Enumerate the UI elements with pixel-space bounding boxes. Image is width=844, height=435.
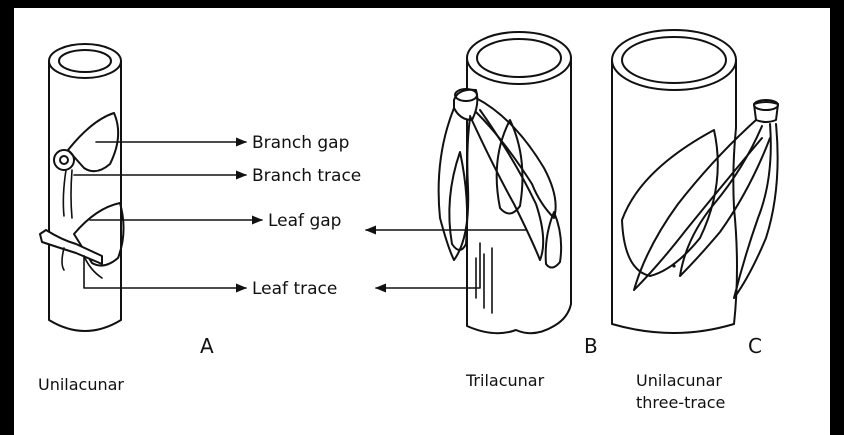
branch-trace-label: Branch trace xyxy=(252,166,361,186)
trace-lines-b xyxy=(476,248,492,313)
petiole-c xyxy=(754,100,778,122)
leaf-gap-right-b xyxy=(546,212,561,268)
leaf-gap-label: Leaf gap xyxy=(268,211,341,231)
dot-c xyxy=(672,264,675,267)
nodal-anatomy-diagram: Branch gap Branch trace Leaf gap Leaf tr… xyxy=(14,8,830,435)
panel-letter-c: C xyxy=(748,334,762,358)
petiole-stump-b xyxy=(454,89,477,120)
leaf-trace-label: Leaf trace xyxy=(252,279,337,299)
panel-letter-a: A xyxy=(200,334,214,358)
leaf-trace-leader-left xyxy=(84,256,246,288)
leaf-gap-c xyxy=(622,130,718,276)
caption-trilacunar: Trilacunar xyxy=(465,371,545,390)
caption-unilacunar: Unilacunar xyxy=(38,375,124,394)
leaf-trace-middle-c xyxy=(680,126,770,276)
panel-letter-b: B xyxy=(584,334,598,358)
leaf-trace-leader-right xyxy=(376,243,480,288)
caption-unilacunar-c: Unilacunar xyxy=(636,371,722,390)
leaf-trace-right-b xyxy=(476,98,556,218)
branch-trace-ring-a xyxy=(54,150,74,170)
branch-trace-strand-a xyxy=(63,170,72,218)
stem-b xyxy=(467,32,571,333)
diagram-canvas: Branch gap Branch trace Leaf gap Leaf tr… xyxy=(14,8,830,435)
branch-gap-label: Branch gap xyxy=(252,133,349,153)
caption-three-trace: three-trace xyxy=(636,393,725,412)
leaf-trace-right-c xyxy=(734,124,778,298)
stem-c xyxy=(612,30,737,333)
